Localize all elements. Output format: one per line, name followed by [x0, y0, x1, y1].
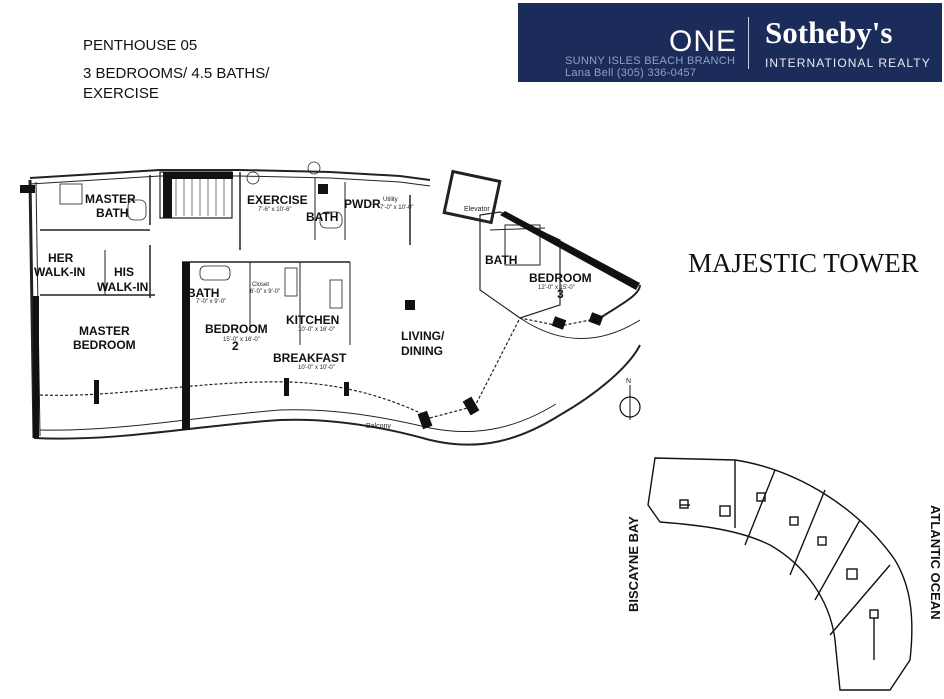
his-walkin-label-1: HIS	[114, 265, 134, 279]
utility-dimensions: 7'-0" x 10'-0"	[380, 205, 414, 211]
site-plan	[647, 457, 913, 691]
master-bedroom-label-1: MASTER	[79, 324, 130, 338]
unit-description-line2: EXERCISE	[83, 85, 159, 102]
exercise-label: EXERCISE	[247, 193, 308, 207]
unit-description-line1: 3 BEDROOMS/ 4.5 BATHS/	[83, 65, 270, 82]
bedroom-2-number: 2	[232, 339, 239, 353]
brand-subtitle: INTERNATIONAL REALTY	[765, 56, 931, 70]
his-walkin-label-2: WALK-IN	[97, 280, 148, 294]
master-bath-label-2: BATH	[96, 206, 128, 220]
breakfast-label: BREAKFAST	[273, 351, 347, 365]
kitchen-dimensions: 10'-0" x 16'-0"	[298, 327, 335, 333]
bedroom-2-dimensions: 15'-0" x 16'-0"	[223, 337, 260, 343]
brand-logo: Sotheby's	[765, 15, 893, 50]
elevator-label: Elevator	[464, 206, 490, 213]
closet-label: Closet	[252, 282, 269, 288]
agent-contact: Lana Bell (305) 336-0457	[565, 67, 697, 79]
master-bedroom-label-2: BEDROOM	[73, 338, 136, 352]
tower-name: MAJESTIC TOWER	[688, 248, 919, 278]
closet-dimensions: 6'-0" x 9'-0"	[250, 289, 280, 295]
bedroom-2-label: BEDROOM	[205, 322, 268, 336]
compass-icon: N	[619, 378, 641, 420]
her-walkin-label-1: HER	[48, 251, 74, 265]
unit-title: PENTHOUSE 05	[83, 37, 198, 54]
bath-2-dimensions: 7'-0" x 9'-0"	[196, 299, 226, 305]
kitchen-label: KITCHEN	[286, 313, 339, 327]
bath-3-label: BATH	[485, 253, 517, 267]
exercise-dimensions: 7'-6" x 10'-6"	[258, 207, 292, 213]
living-label-2: DINING	[401, 344, 443, 358]
bedroom-3-dimensions: 12'-0" x 15'-0"	[538, 285, 575, 291]
powder-room-label: PWDR	[344, 197, 381, 211]
living-label-1: LIVING/	[401, 329, 445, 343]
utility-label: Utility	[383, 197, 398, 203]
balcony-label: Balcony	[366, 423, 391, 430]
project-logo: ONE	[669, 25, 738, 58]
banner-divider	[748, 17, 749, 69]
bedroom-3-label: BEDROOM	[529, 271, 592, 285]
structural-walls	[20, 172, 640, 438]
room-labels: MASTER BATH EXERCISE 7'-6" x 10'-6" BATH…	[34, 192, 592, 430]
master-bath-label-1: MASTER	[85, 192, 136, 206]
her-walkin-label-2: WALK-IN	[34, 265, 85, 279]
bedroom-3-number: 3	[557, 287, 564, 301]
biscayne-bay-label: BISCAYNE BAY	[626, 516, 641, 612]
bath-2-label: BATH	[187, 286, 219, 300]
breakfast-dimensions: 10'-0" x 10'-0"	[298, 365, 335, 371]
brokerage-banner: ONE SUNNY ISLES BEACH BRANCH Lana Bell (…	[518, 3, 942, 82]
compass-north-label: N	[626, 378, 631, 385]
atlantic-ocean-label: ATLANTIC OCEAN	[928, 505, 943, 620]
bath-center-label: BATH	[306, 210, 338, 224]
branch-name: SUNNY ISLES BEACH BRANCH	[565, 55, 736, 67]
